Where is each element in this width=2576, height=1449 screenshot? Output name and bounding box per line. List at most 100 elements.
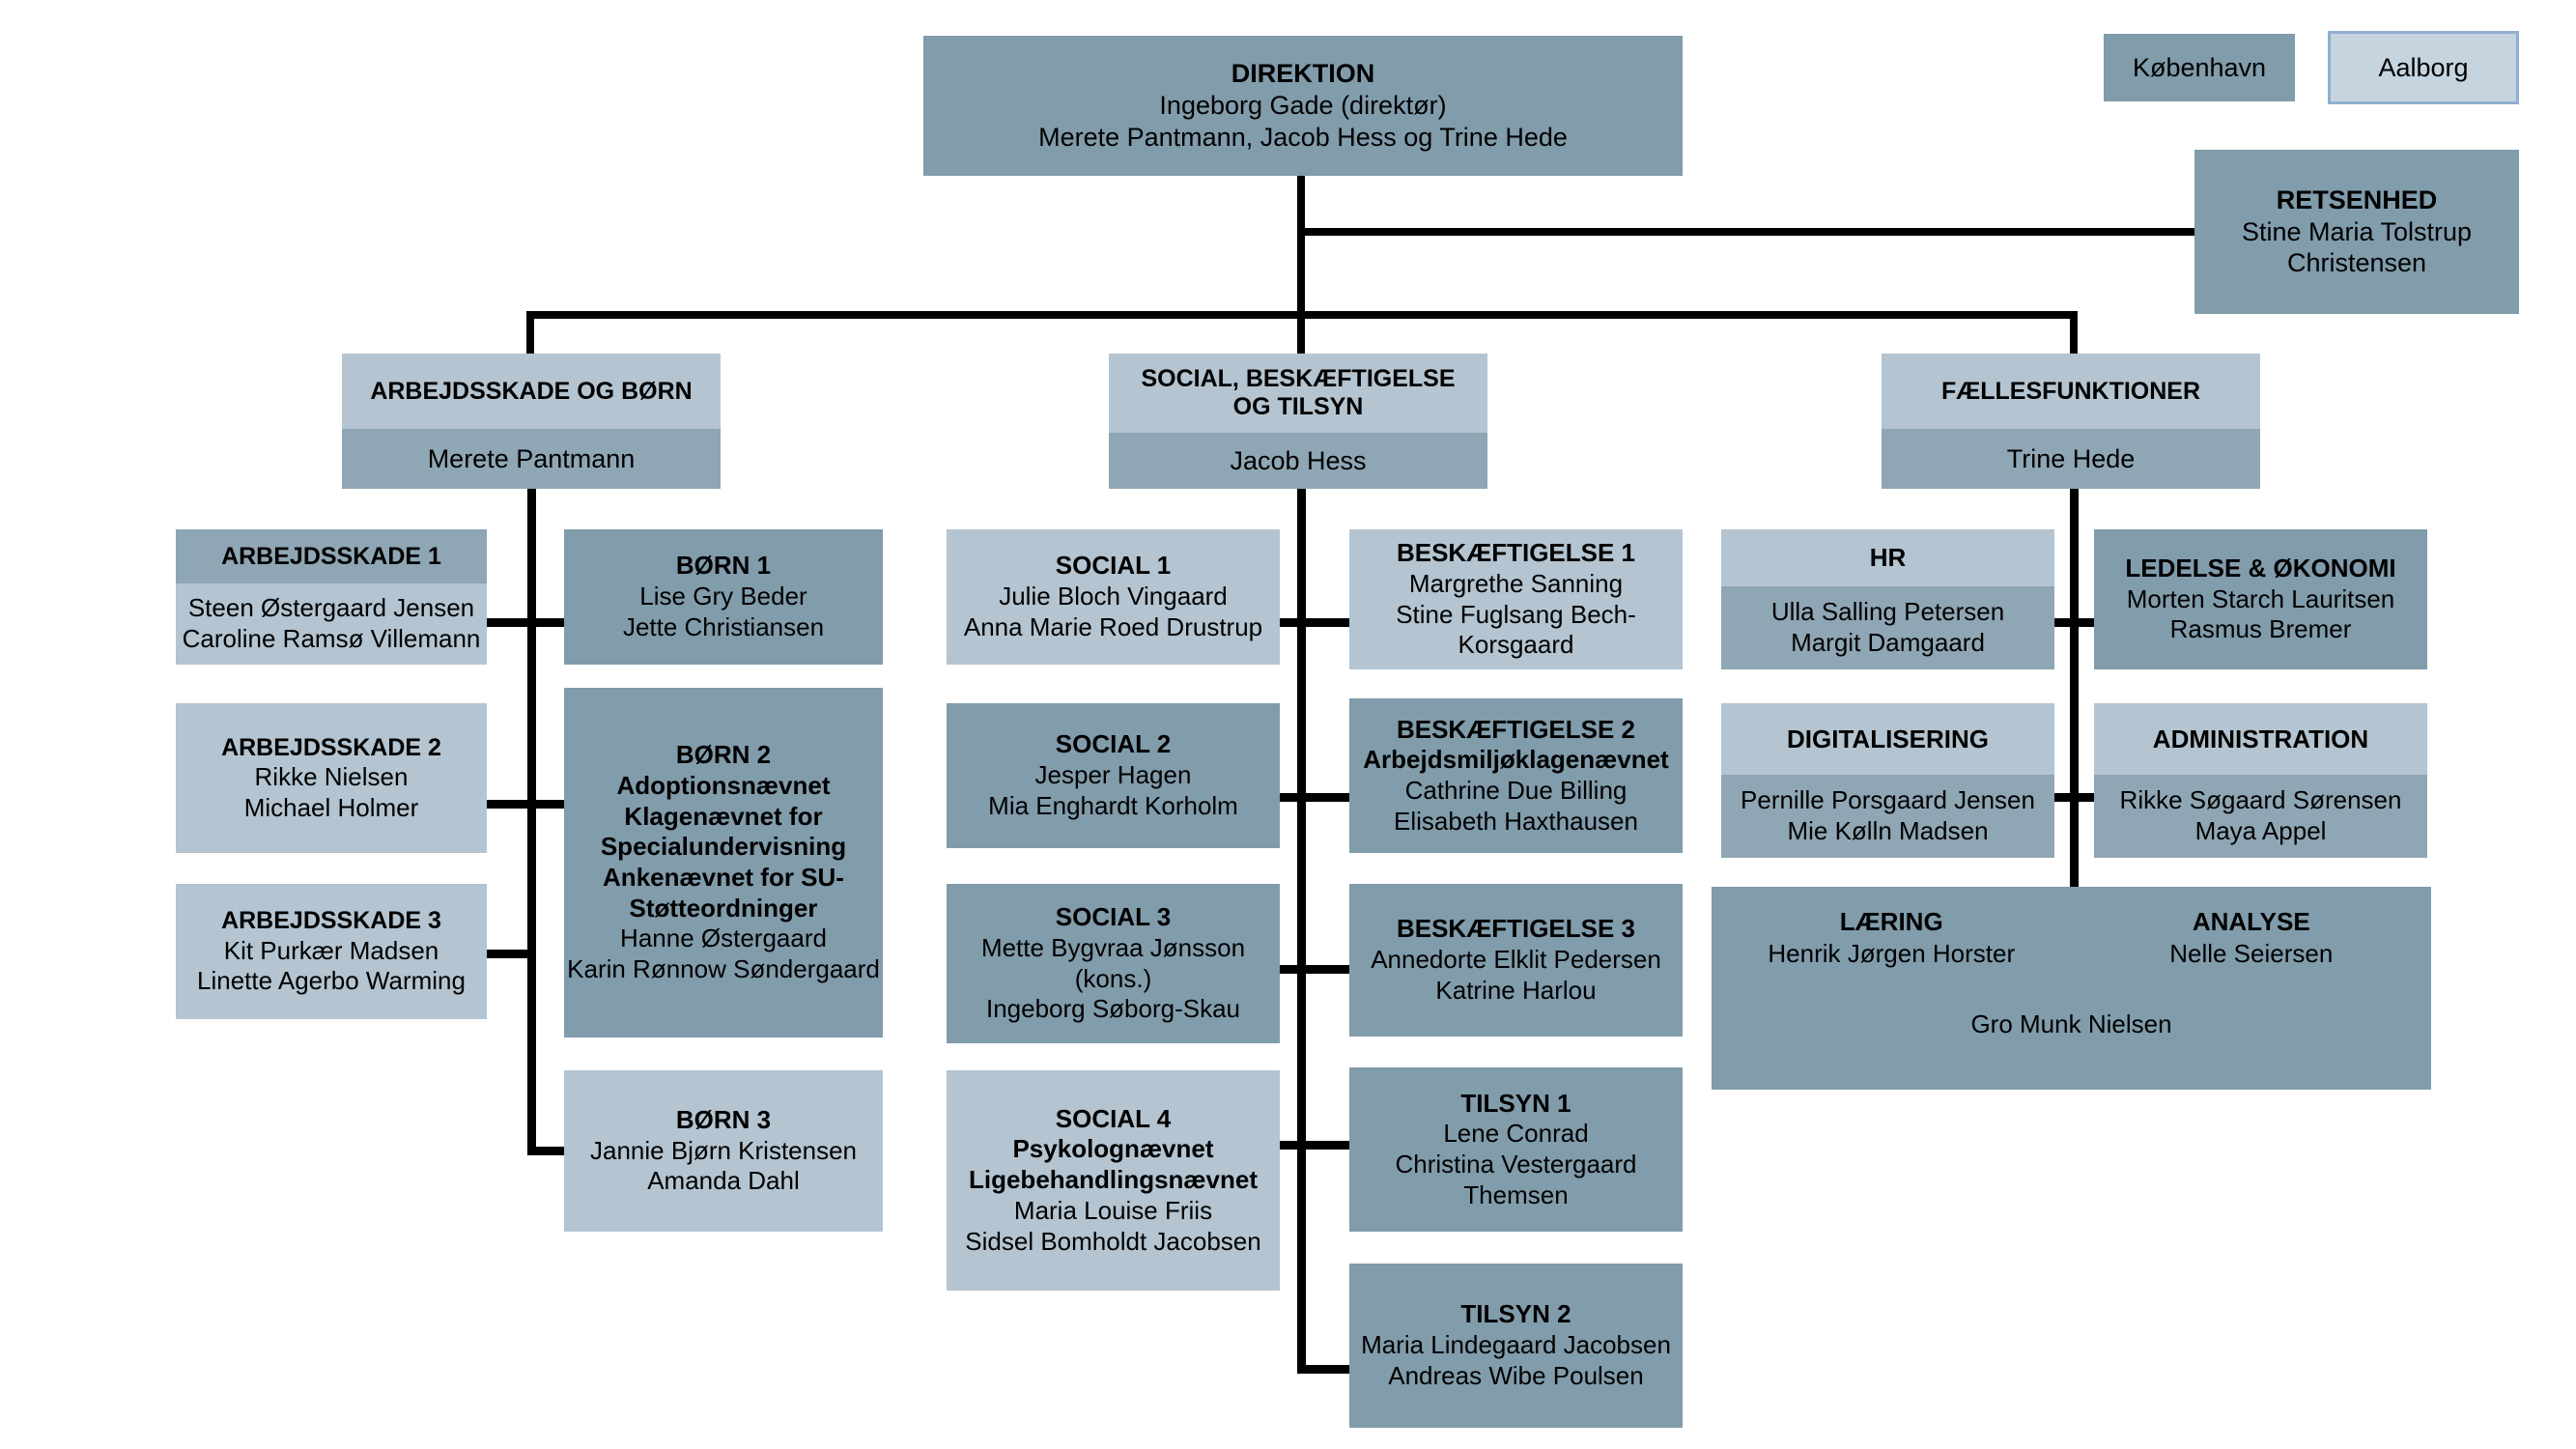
arbejdsskade-2-name-2: Michael Holmer: [243, 792, 419, 822]
node-tilsyn-2[interactable]: TILSYN 2 Maria Lindegaard Jacobsen Andre…: [1349, 1264, 1683, 1428]
digitalisering-name-1: Pernille Porsgaard Jensen: [1741, 785, 2035, 815]
division-2-title: SOCIAL, BESKÆFTIGELSE OG TILSYN: [1109, 354, 1487, 433]
retsenhed-line-1: Stine Maria Tolstrup: [2241, 216, 2473, 246]
digitalisering-title: DIGITALISERING: [1721, 703, 2054, 775]
boern-1-title: BØRN 1: [675, 551, 772, 581]
social-4-name-1: Maria Louise Friis: [1013, 1195, 1213, 1225]
connector-retsenhed-branch: [1297, 228, 2197, 236]
connector-stub-arbejdsskade-2: [477, 800, 535, 809]
node-boern-3[interactable]: BØRN 3 Jannie Bjørn Kristensen Amanda Da…: [564, 1070, 883, 1232]
administration-title: ADMINISTRATION: [2094, 703, 2427, 775]
node-administration[interactable]: ADMINISTRATION Rikke Søgaard Sørensen Ma…: [2094, 703, 2427, 858]
node-social-3[interactable]: SOCIAL 3 Mette Bygvraa Jønsson (kons.) I…: [947, 884, 1280, 1043]
social-3-name-2: Ingeborg Søborg-Skau: [985, 994, 1241, 1024]
node-division-faellesfunktioner[interactable]: FÆLLESFUNKTIONER Trine Hede: [1882, 354, 2260, 489]
connector-spine-left: [527, 489, 536, 1155]
laering-column: LÆRING Henrik Jørgen Horster: [1712, 906, 2072, 969]
node-social-4[interactable]: SOCIAL 4 Psykolognævnet Ligebehandlingsn…: [947, 1070, 1280, 1291]
node-boern-2[interactable]: BØRN 2 Adoptionsnævnet Klagenævnet for S…: [564, 688, 883, 1037]
division-1-title: ARBEJDSSKADE OG BØRN: [342, 354, 721, 429]
social-4-subtitle-2: Ligebehandlingsnævnet: [968, 1165, 1259, 1195]
tab-kobenhavn[interactable]: København: [2104, 34, 2295, 101]
beskaeftigelse-3-name-1: Annedorte Elklit Pedersen: [1371, 945, 1661, 975]
ledelse-name-1: Morten Starch Lauritsen: [2126, 583, 2395, 613]
node-social-1[interactable]: SOCIAL 1 Julie Bloch Vingaard Anna Marie…: [947, 529, 1280, 665]
administration-name-1: Rikke Søgaard Sørensen: [2119, 785, 2402, 815]
social-3-name-1: Mette Bygvraa Jønsson (kons.): [980, 932, 1246, 993]
node-boern-1[interactable]: BØRN 1 Lise Gry Beder Jette Christiansen: [564, 529, 883, 665]
connector-stub-boern-3: [527, 1147, 585, 1155]
connector-stub-arbejdsskade-1: [477, 618, 535, 627]
laering-name: Henrik Jørgen Horster: [1768, 938, 2016, 968]
digitalisering-names: Pernille Porsgaard Jensen Mie Kølln Mads…: [1721, 775, 2054, 858]
social-1-name-2: Anna Marie Roed Drustrup: [963, 611, 1263, 641]
analyse-column: ANALYSE Nelle Seiersen: [2072, 906, 2432, 969]
direktion-title: DIREKTION: [1231, 59, 1375, 89]
social-4-title: SOCIAL 4: [1055, 1103, 1172, 1133]
connector-drop-division-3: [2070, 311, 2078, 357]
node-laering-analyse[interactable]: LÆRING Henrik Jørgen Horster ANALYSE Nel…: [1712, 887, 2431, 1090]
node-retsenhed[interactable]: RETSENHED Stine Maria Tolstrup Christens…: [2194, 150, 2519, 314]
node-beskaeftigelse-3[interactable]: BESKÆFTIGELSE 3 Annedorte Elklit Pederse…: [1349, 884, 1683, 1037]
analyse-name: Nelle Seiersen: [2169, 938, 2334, 968]
node-digitalisering[interactable]: DIGITALISERING Pernille Porsgaard Jensen…: [1721, 703, 2054, 858]
social-4-name-2: Sidsel Bomholdt Jacobsen: [965, 1226, 1261, 1256]
node-hr[interactable]: HR Ulla Salling Petersen Margit Damgaard: [1721, 529, 2054, 669]
node-arbejdsskade-2[interactable]: ARBEJDSSKADE 2 Rikke Nielsen Michael Hol…: [176, 703, 487, 853]
beskaeftigelse-1-name-2: Stine Fuglsang Bech-Korsgaard: [1396, 599, 1636, 660]
connector-direktion-trunk: [1297, 176, 1305, 319]
laering-title: LÆRING: [1839, 907, 1943, 936]
arbejdsskade-3-name-1: Kit Purkær Madsen: [223, 935, 439, 965]
hr-name-2: Margit Damgaard: [1791, 628, 1985, 657]
boern-2-subtitle-3: Ankenævnet for SU-Støtteordninger: [603, 863, 844, 923]
connector-stub-beskaeftigelse-3: [1297, 965, 1355, 974]
retsenhed-line-2: Christensen: [2286, 248, 2427, 278]
social-1-name-1: Julie Bloch Vingaard: [999, 582, 1228, 611]
node-ledelse-okonomi[interactable]: LEDELSE & ØKONOMI Morten Starch Lauritse…: [2094, 529, 2427, 669]
tilsyn-2-name-1: Maria Lindegaard Jacobsen: [1361, 1330, 1671, 1360]
connector-stub-arbejdsskade-3: [477, 950, 535, 958]
node-beskaeftigelse-2[interactable]: BESKÆFTIGELSE 2 Arbejdsmiljøklagenævnet …: [1349, 698, 1683, 853]
tab-aalborg[interactable]: Aalborg: [2328, 31, 2519, 104]
arbejdsskade-3-title: ARBEJDSSKADE 3: [221, 907, 441, 935]
boern-2-subtitle-2: Klagenævnet for Specialundervisning: [600, 801, 847, 862]
node-arbejdsskade-1[interactable]: ARBEJDSSKADE 1 Steen Østergaard Jensen C…: [176, 529, 487, 665]
beskaeftigelse-2-title: BESKÆFTIGELSE 2: [1396, 714, 1636, 744]
node-arbejdsskade-3[interactable]: ARBEJDSSKADE 3 Kit Purkær Madsen Linette…: [176, 884, 487, 1019]
node-division-social-beskaeftigelse-tilsyn[interactable]: SOCIAL, BESKÆFTIGELSE OG TILSYN Jacob He…: [1109, 354, 1487, 489]
node-beskaeftigelse-1[interactable]: BESKÆFTIGELSE 1 Margrethe Sanning Stine …: [1349, 529, 1683, 669]
node-direktion[interactable]: DIREKTION Ingeborg Gade (direktør) Meret…: [923, 36, 1683, 176]
tab-kobenhavn-label: København: [2132, 52, 2267, 82]
social-1-title: SOCIAL 1: [1055, 551, 1172, 581]
boern-1-name-1: Lise Gry Beder: [639, 582, 807, 611]
division-2-head: Jacob Hess: [1109, 433, 1487, 489]
connector-spine-middle: [1297, 489, 1306, 1374]
arbejdsskade-1-title: ARBEJDSSKADE 1: [176, 529, 487, 583]
social-3-title: SOCIAL 3: [1055, 902, 1172, 932]
tilsyn-1-name-2: Christina Vestergaard Themsen: [1395, 1150, 1637, 1209]
connector-spine-right: [2070, 489, 2079, 890]
arbejdsskade-1-names: Steen Østergaard Jensen Caroline Ramsø V…: [176, 583, 487, 665]
node-tilsyn-1[interactable]: TILSYN 1 Lene Conrad Christina Vestergaa…: [1349, 1067, 1683, 1232]
boern-2-subtitle-1: Adoptionsnævnet: [616, 770, 831, 800]
connector-stub-beskaeftigelse-1: [1297, 618, 1355, 627]
connector-stub-boern-1: [527, 618, 585, 627]
arbejdsskade-1-name-1: Steen Østergaard Jensen: [187, 593, 475, 623]
beskaeftigelse-2-name-2: Elisabeth Haxthausen: [1394, 806, 1638, 836]
connector-stub-beskaeftigelse-2: [1297, 793, 1355, 802]
social-2-name-1: Jesper Hagen: [1034, 760, 1192, 790]
hr-title: HR: [1721, 529, 2054, 586]
tilsyn-1-name-1: Lene Conrad: [1443, 1119, 1589, 1149]
direktion-line-1: Ingeborg Gade (direktør): [1159, 91, 1447, 121]
boern-3-name-2: Amanda Dahl: [647, 1166, 800, 1196]
division-3-head: Trine Hede: [1882, 429, 2260, 489]
administration-name-2: Maya Appel: [2194, 816, 2327, 845]
laering-analyse-columns: LÆRING Henrik Jørgen Horster ANALYSE Nel…: [1712, 887, 2431, 969]
boern-3-title: BØRN 3: [675, 1104, 772, 1134]
node-social-2[interactable]: SOCIAL 2 Jesper Hagen Mia Enghardt Korho…: [947, 703, 1280, 848]
boern-3-name-1: Jannie Bjørn Kristensen: [589, 1135, 858, 1165]
arbejdsskade-1-name-2: Caroline Ramsø Villemann: [182, 624, 481, 653]
laering-analyse-shared-name: Gro Munk Nielsen: [1970, 1009, 2172, 1038]
node-division-arbejdsskade-og-boern[interactable]: ARBEJDSSKADE OG BØRN Merete Pantmann: [342, 354, 721, 489]
